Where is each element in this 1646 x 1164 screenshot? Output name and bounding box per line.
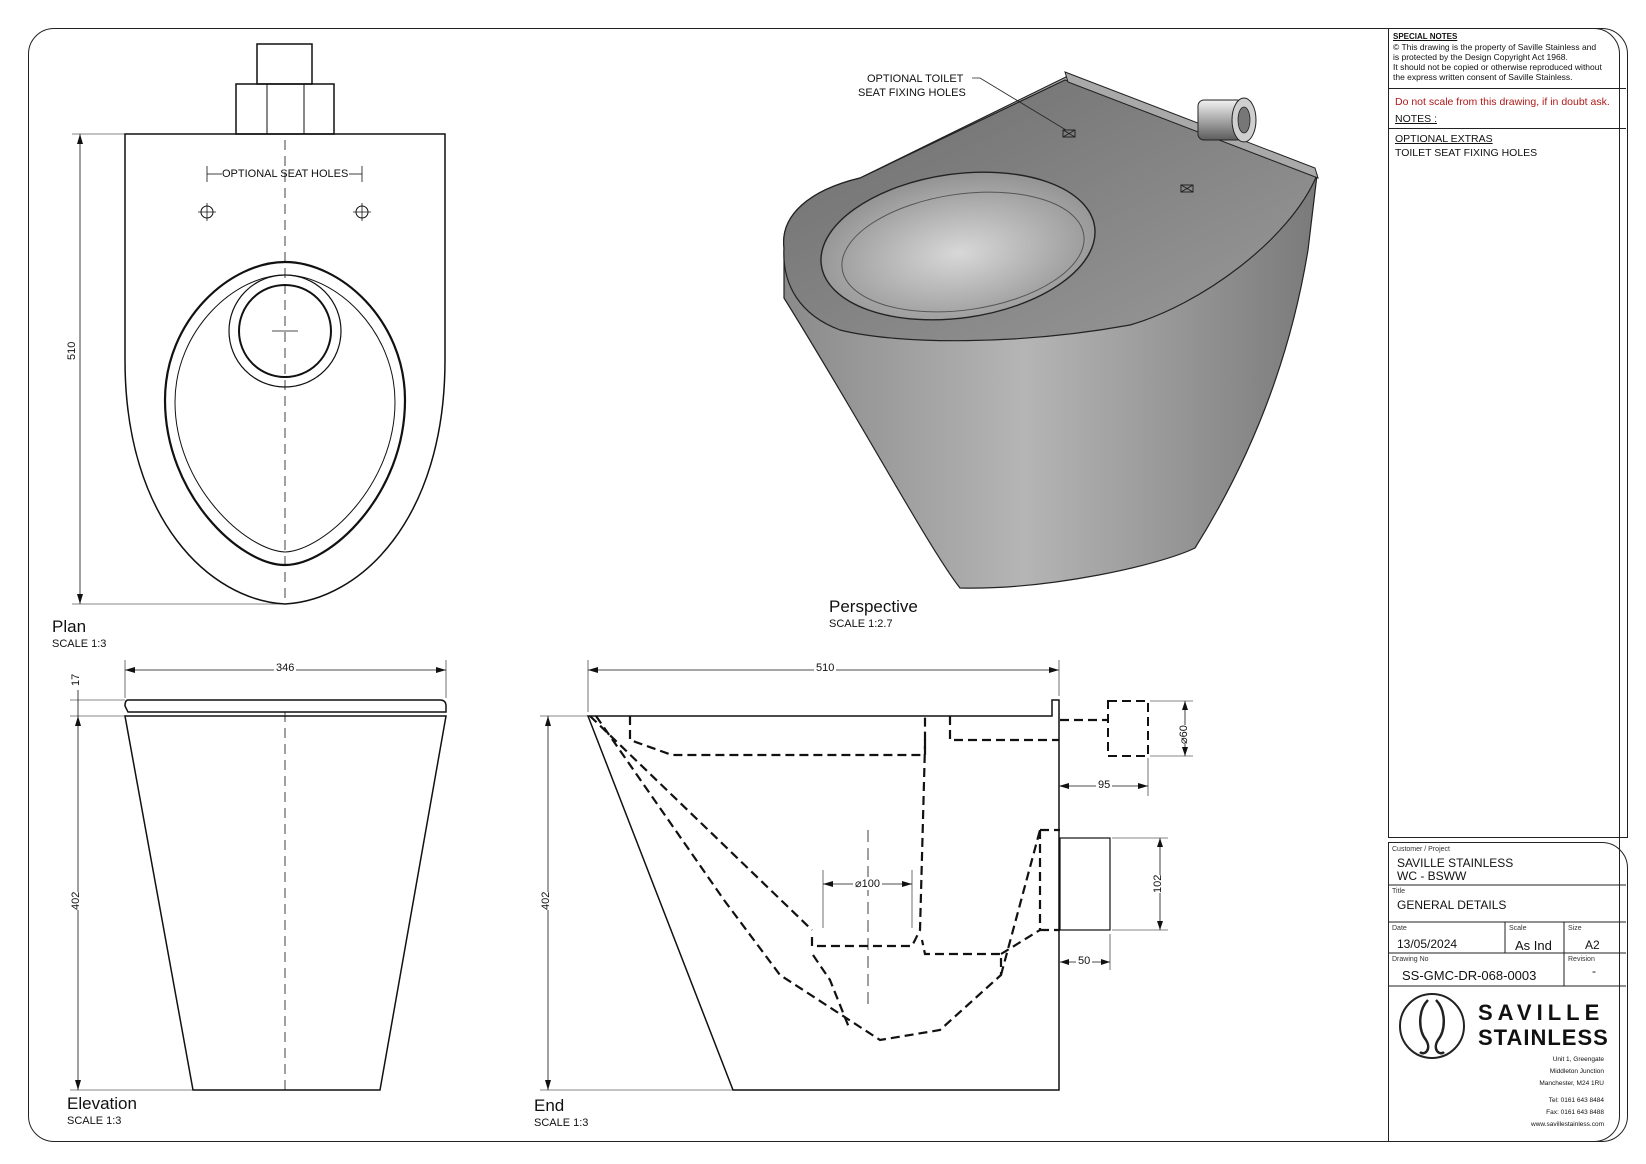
plan-view-label: Plan — [52, 617, 87, 636]
elevation-view-label: Elevation — [67, 1094, 137, 1113]
perspective-callout-leader — [972, 77, 1067, 131]
end-body-outline — [586, 699, 1060, 1091]
revision-value: - — [1592, 964, 1596, 978]
end-view — [540, 660, 1193, 1091]
end-dim-height: 402 — [540, 891, 552, 910]
end-view-scale: SCALE 1:3 — [534, 1117, 589, 1129]
revision-label: Revision — [1568, 956, 1595, 963]
scale-label: Scale — [1509, 925, 1527, 932]
drawing-title: GENERAL DETAILS — [1397, 898, 1507, 912]
perspective-callout-line2: SEAT FIXING HOLES — [858, 87, 966, 99]
notes-panel — [1388, 28, 1628, 838]
drawing-date: 13/05/2024 — [1397, 937, 1458, 951]
plan-view — [72, 43, 446, 605]
elevation-body — [124, 715, 447, 1091]
special-notes-line4: the express written consent of Saville S… — [1393, 72, 1573, 82]
plan-seat-holes-callout: OPTIONAL SEAT HOLES — [222, 168, 349, 180]
company-address-2: Middleton Junction — [1549, 1068, 1604, 1075]
end-dim-inlet-offset: 95 — [1096, 779, 1113, 791]
elevation-view — [70, 660, 447, 1091]
end-dim-outlet-height: 102 — [1152, 874, 1164, 893]
plan-view-scale: SCALE 1:3 — [52, 638, 107, 650]
special-notes-line2: is protected by the Design Copyright Act… — [1393, 52, 1568, 62]
plan-dim-height: 510 — [66, 341, 78, 360]
notes-heading: NOTES : — [1395, 113, 1438, 125]
optional-extras-heading: OPTIONAL EXTRAS — [1395, 133, 1493, 145]
size-label: Size — [1568, 925, 1582, 932]
elevation-dim-rim: 17 — [70, 673, 82, 686]
title-label: Title — [1392, 888, 1405, 895]
company-website: www.savillestainless.com — [1531, 1121, 1604, 1128]
elevation-view-scale: SCALE 1:3 — [67, 1115, 122, 1127]
end-outlet-stub — [1059, 837, 1111, 931]
company-name-line1: SAVILLE — [1478, 1000, 1605, 1025]
plan-outline — [124, 133, 446, 605]
customer-label: Customer / Project — [1392, 846, 1450, 853]
special-notes-line1: © This drawing is the property of Savill… — [1393, 42, 1597, 52]
end-dim-outlet-dia: ⌀100 — [853, 877, 882, 890]
drawing-size: A2 — [1585, 938, 1600, 952]
notes-divider — [1388, 88, 1626, 89]
end-inlet-dashed — [1107, 700, 1149, 757]
perspective-view-label: Perspective — [829, 597, 918, 616]
elevation-dim-height: 402 — [70, 891, 82, 910]
plan-bowl-inner — [174, 274, 396, 553]
drawing-border — [28, 28, 1620, 1142]
company-name-line2: STAINLESS — [1478, 1025, 1609, 1050]
customer-line2: WC - BSWW — [1397, 869, 1467, 883]
end-dim-width: 510 — [814, 662, 837, 674]
drawing-number: SS-GMC-DR-068-0003 — [1402, 968, 1537, 983]
company-address-1: Unit 1, Greengate — [1552, 1056, 1604, 1063]
end-view-label: End — [534, 1096, 565, 1115]
special-notes-line3: It should not be copied or otherwise rep… — [1393, 62, 1602, 72]
company-address-3: Manchester, M24 1RU — [1539, 1080, 1604, 1087]
perspective-seat-holes — [1062, 129, 1194, 193]
title-block — [1388, 842, 1628, 1142]
perspective-view-scale: SCALE 1:2.7 — [829, 618, 893, 630]
optional-extras-item: TOILET SEAT FIXING HOLES — [1395, 147, 1538, 159]
customer-line1: SAVILLE STAINLESS — [1397, 856, 1514, 870]
company-fax: Fax: 0161 643 8488 — [1546, 1109, 1604, 1116]
elevation-rim — [124, 699, 447, 713]
date-label: Date — [1392, 925, 1407, 932]
plan-inlet-body — [235, 83, 335, 135]
perspective-bowl-inner — [841, 191, 1085, 313]
company-tel: Tel: 0161 643 8484 — [1548, 1097, 1604, 1104]
end-dim-outlet-length: 50 — [1076, 955, 1093, 967]
special-notes-heading: SPECIAL NOTES — [1393, 32, 1458, 41]
perspective-bowl — [820, 171, 1096, 321]
perspective-callout-line1: OPTIONAL TOILET — [867, 73, 964, 85]
end-dim-inlet: ⌀60 — [1177, 725, 1190, 744]
elevation-dim-width: 346 — [274, 662, 297, 674]
title-block-grid — [1388, 884, 1626, 987]
scale-warning: Do not scale from this drawing, if in do… — [1395, 96, 1610, 108]
drawing-scale: As Ind — [1515, 938, 1552, 953]
notes-divider-2 — [1388, 128, 1626, 129]
plan-inlet-cap — [256, 43, 313, 85]
drawing-no-label: Drawing No — [1392, 956, 1429, 963]
perspective-inlet-pipe — [1197, 97, 1257, 143]
saville-logo — [1399, 993, 1465, 1059]
perspective-view — [783, 71, 1319, 589]
